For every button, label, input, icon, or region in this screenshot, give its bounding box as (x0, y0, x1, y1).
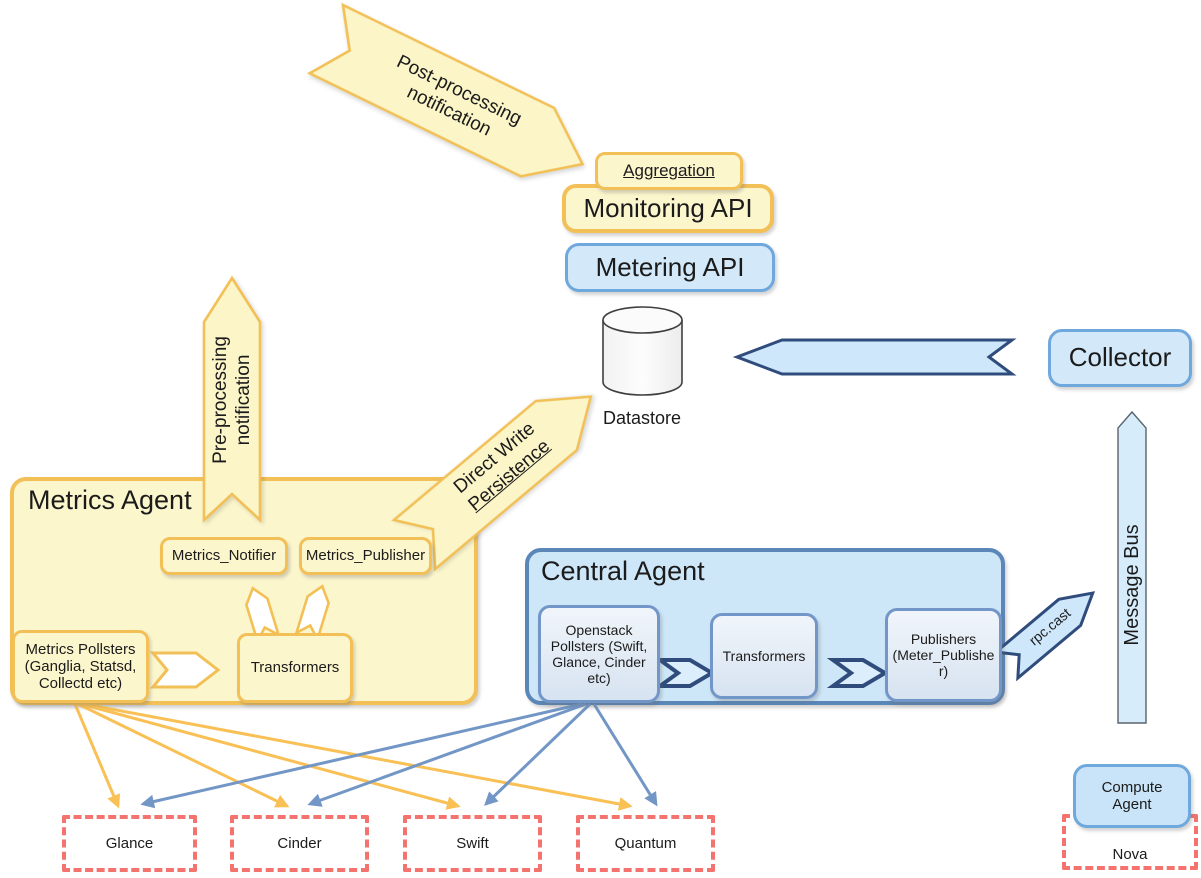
pre-processing-label: Pre-processing notification (209, 336, 254, 464)
metrics-pollsters-box: Metrics Pollsters (Ganglia, Statsd, Coll… (12, 630, 149, 703)
metrics-agent-title: Metrics Agent (28, 485, 192, 515)
message-bus-arrow (1117, 410, 1147, 724)
message-bus-label: Message Bus (1120, 524, 1143, 646)
metrics-publisher-box: Metrics_Publisher (299, 537, 432, 575)
rpc-cast-label: rpc.cast (1025, 604, 1074, 649)
service-box-quantum: Quantum (576, 815, 715, 872)
openstack-pollsters-box: Openstack Pollsters (Swift, Glance, Cind… (538, 605, 660, 703)
monitoring-api-box: Monitoring API (562, 184, 774, 233)
post-processing-arrow (306, 2, 585, 178)
metering-api-box: Metering API (565, 243, 775, 292)
service-box-glance: Glance (62, 815, 197, 872)
post-processing-label: Post-processing notification (393, 51, 525, 141)
central-agent-title: Central Agent (541, 556, 705, 586)
metrics-pollster-fan-arrows (73, 702, 633, 811)
metrics-transformers-box: Transformers (237, 633, 353, 703)
rpc-cast-arrow (992, 591, 1096, 682)
aggregation-box: Aggregation (595, 152, 743, 190)
publishers-box: Publishers (Meter_Publisher) (885, 608, 1002, 702)
metrics-notifier-box: Metrics_Notifier (160, 537, 288, 575)
compute-agent-box: Compute Agent (1073, 764, 1191, 828)
service-box-cinder: Cinder (230, 815, 369, 872)
collector-to-datastore-arrow (732, 338, 1017, 376)
datastore-label: Datastore (602, 408, 682, 428)
central-transformers-box: Transformers (710, 613, 818, 699)
collector-box: Collector (1048, 329, 1192, 387)
openstack-pollster-fan-arrows (140, 702, 658, 809)
datastore-icon (602, 306, 683, 396)
service-box-swift: Swift (403, 815, 542, 872)
